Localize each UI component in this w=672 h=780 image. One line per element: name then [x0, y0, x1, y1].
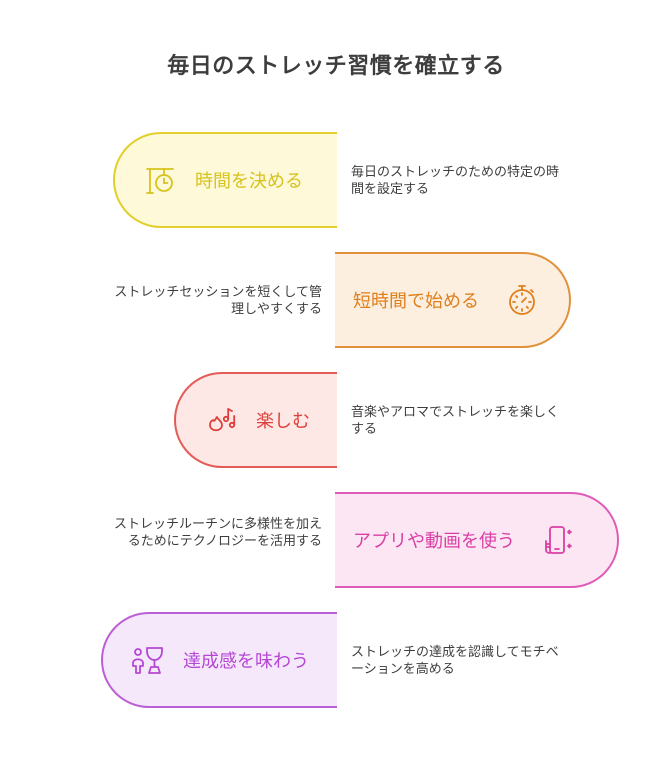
step-4-description: ストレッチルーチンに多様性を加えるためにテクノロジーを活用する: [113, 517, 322, 549]
clock-schedule-icon: [143, 163, 177, 197]
step-3-description: 音楽やアロマでストレッチを楽しくする: [351, 405, 560, 437]
step-5-description: ストレッチの達成を認識してモチベーションを高める: [351, 645, 559, 677]
step-2-label: 短時間で始める: [353, 291, 479, 312]
step-5-label: 達成感を味わう: [183, 651, 309, 672]
trophy-achievement-icon: [131, 643, 165, 677]
step-1-pill: 時間を決める: [113, 132, 337, 228]
diagram-title: 毎日のストレッチ習慣を確立する: [167, 54, 505, 79]
music-aroma-icon: [204, 403, 238, 437]
step-1-label: 時間を決める: [195, 171, 303, 192]
step-1-description: 毎日のストレッチのための特定の時間を設定する: [351, 165, 560, 197]
step-3-pill: 楽しむ: [174, 372, 337, 468]
step-2-description: ストレッチセッションを短くして管理しやすくする: [114, 285, 322, 317]
step-4-pill: アプリや動画を使う: [335, 492, 619, 588]
phone-app-icon: [541, 523, 575, 557]
step-3-label: 楽しむ: [256, 411, 310, 432]
stopwatch-icon: [505, 283, 539, 317]
step-2-pill: 短時間で始める: [335, 252, 571, 348]
step-5-pill: 達成感を味わう: [101, 612, 337, 708]
step-4-label: アプリや動画を使う: [353, 531, 515, 552]
